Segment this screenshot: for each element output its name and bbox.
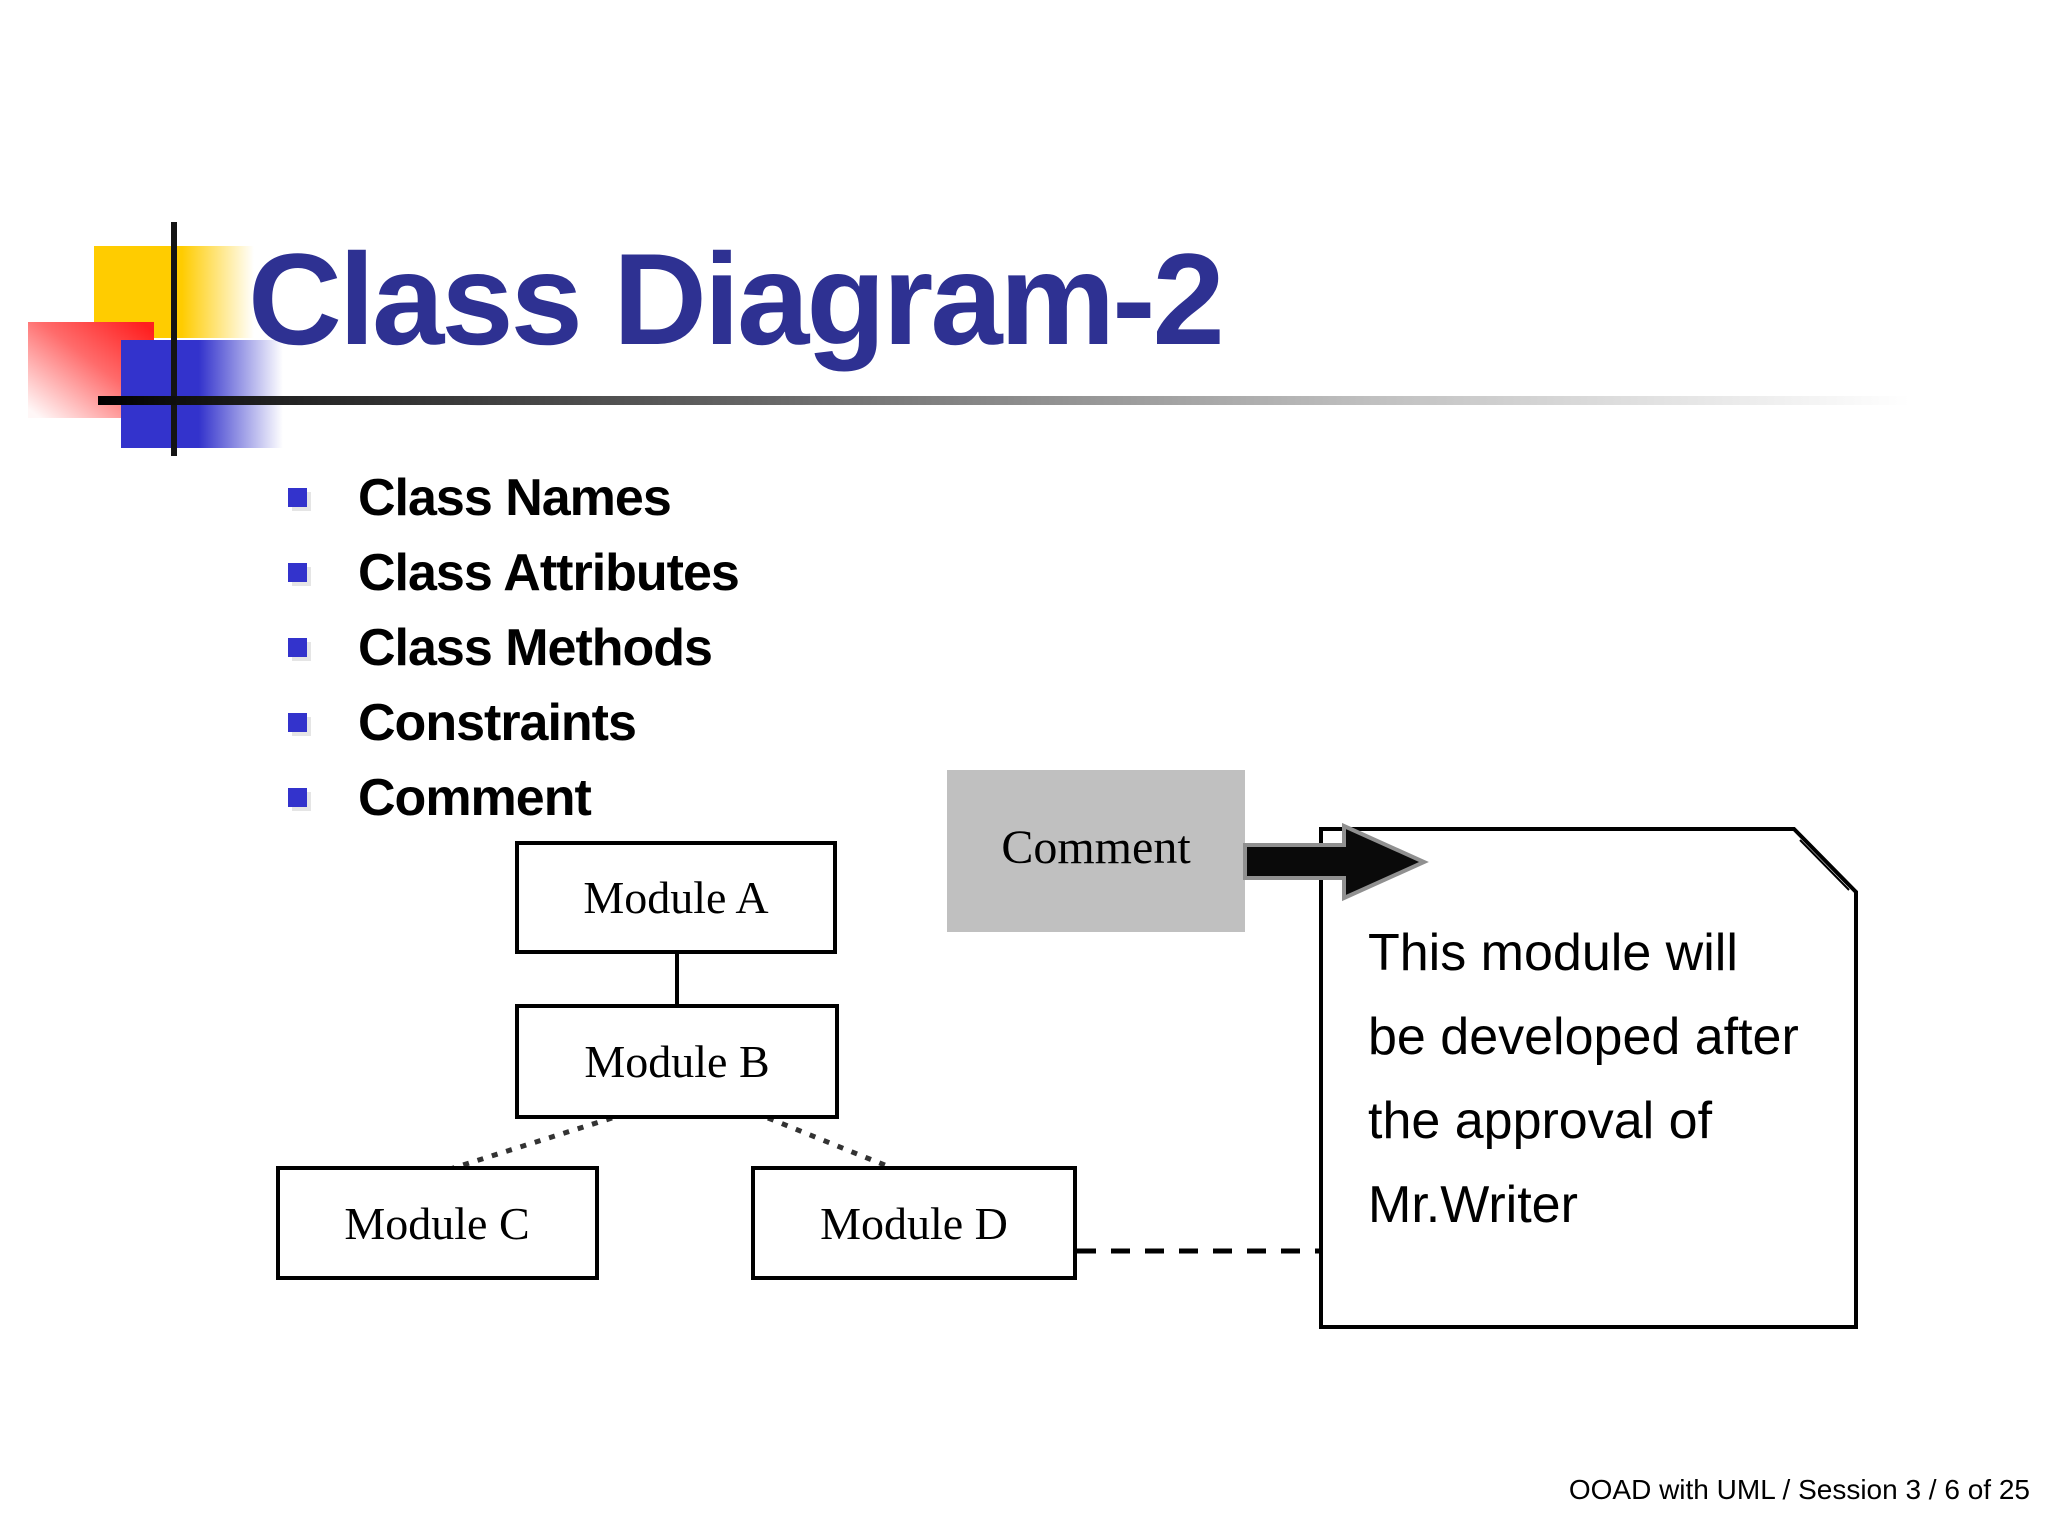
module-b-box	[515, 1004, 839, 1119]
slide-title: Class Diagram-2	[248, 226, 1225, 372]
bullet-label: Class Names	[358, 468, 672, 527]
comment-callout-box	[947, 770, 1245, 932]
slide-footer: OOAD with UML / Session 3 / 6 of 25	[1568, 1474, 2030, 1505]
comment-callout-label: Comment	[1001, 821, 1191, 874]
bullet-square-icon	[288, 638, 307, 657]
bullet-label: Class Methods	[358, 618, 713, 677]
module-b-label: Module B	[584, 1036, 769, 1087]
bullet-label: Comment	[358, 768, 592, 827]
ornament-vertical-line	[171, 222, 177, 456]
module-d-box	[751, 1166, 1077, 1280]
bullet-square-icon	[288, 788, 307, 807]
note-text-line: be developed after	[1368, 1008, 1799, 1066]
bullet-square-icon	[288, 713, 307, 732]
module-a-label: Module A	[583, 872, 768, 923]
bullet-label: Constraints	[358, 693, 637, 752]
connector-b-d	[767, 1115, 898, 1173]
connector-b-c	[446, 1115, 613, 1173]
title-underline-rule	[98, 396, 1910, 405]
module-c-box	[276, 1166, 599, 1280]
bullet-square-icon	[288, 563, 307, 582]
bullet-label: Class Attributes	[358, 543, 740, 602]
bullet-item: Comment	[288, 760, 739, 835]
bullet-item: Class Names	[288, 460, 739, 535]
module-c-label: Module C	[344, 1198, 529, 1249]
bullet-item: Constraints	[288, 685, 739, 760]
note-text-line: This module will	[1368, 924, 1738, 982]
note-fold-corner-line	[1799, 839, 1850, 891]
bullet-item: Class Attributes	[288, 535, 740, 610]
comment-arrow-icon	[1243, 822, 1429, 902]
module-a-box	[515, 841, 837, 954]
bullet-item: Class Methods	[288, 610, 739, 685]
bullet-list: Class Names Class Attributes Class Metho…	[288, 460, 740, 835]
note-text-line: Mr.Writer	[1368, 1176, 1578, 1234]
note-text-line: the approval of	[1368, 1092, 1713, 1150]
module-d-label: Module D	[820, 1198, 1008, 1249]
ornament-blue-square	[121, 340, 283, 448]
bullet-square-icon	[288, 488, 307, 507]
note-box	[1319, 827, 1858, 1329]
